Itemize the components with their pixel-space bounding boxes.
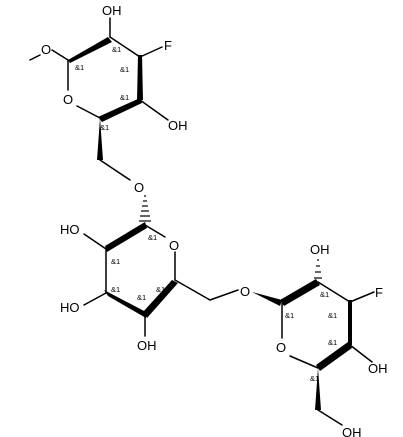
stereo-labels: &1 &1 &1 &1 &1 &1 &1 &1 &1 &1 &1 &1 &1 &… (75, 45, 337, 383)
bond-wedge (137, 55, 143, 100)
stereo-label: &1 (111, 257, 120, 266)
bond-wedge (104, 290, 146, 318)
bond (29, 54, 41, 61)
stereo-label: &1 (285, 311, 294, 320)
bond-wedge (143, 280, 178, 318)
stereo-label: &1 (120, 65, 129, 74)
methoxy-oxygen: O (41, 42, 51, 57)
bond (83, 233, 107, 250)
bond (349, 291, 375, 303)
ring-2-oxygen: O (169, 238, 179, 253)
ring-2-hydroxyl-lower-left: HO (60, 300, 80, 315)
stereo-label: &1 (75, 63, 84, 72)
stereo-label: &1 (320, 290, 329, 299)
bond-wedge (97, 118, 103, 160)
bond-wedge (68, 37, 112, 63)
bond (76, 105, 101, 119)
bond (317, 281, 351, 303)
stereo-label: &1 (111, 285, 120, 294)
stereo-label: &1 (112, 45, 121, 54)
bond (139, 99, 169, 121)
ring-3-hydroxyl-top: OH (310, 242, 330, 257)
bond (139, 46, 163, 58)
atom-labels: O O OH F OH O O HO HO OH O O OH F OH OH (41, 3, 388, 437)
ring-3-hydroxyl-right: OH (368, 361, 388, 376)
ring-1-hydroxyl-right: OH (168, 118, 188, 133)
bond-wedge (348, 300, 352, 345)
stereo-label: &1 (328, 338, 337, 347)
bond (317, 409, 343, 426)
bond (144, 224, 166, 238)
bond (289, 355, 319, 369)
bond (349, 344, 373, 363)
ring-3-oxygen: O (276, 340, 286, 355)
bond-wedge (252, 292, 282, 306)
ring-1-bonds (29, 17, 169, 181)
stereo-label: &1 (120, 93, 129, 102)
ring-3-bonds (252, 259, 375, 426)
ring-3-fluorine: F (375, 285, 383, 300)
ring-1-fluorine: F (164, 38, 172, 53)
stereo-label: &1 (328, 311, 337, 320)
stereo-label: &1 (137, 293, 146, 302)
bond (109, 36, 141, 58)
bond (174, 279, 211, 301)
bond-wedge (105, 222, 147, 252)
bond-wedge (98, 98, 142, 122)
stereo-label: &1 (100, 123, 109, 132)
bond (51, 49, 69, 61)
bond (209, 289, 239, 301)
ring-2-hydroxyl-left: HO (60, 222, 80, 237)
ring-1-oxygen: O (63, 92, 73, 107)
ring-1-hydroxyl-top: OH (102, 3, 122, 18)
bond-hash (139, 195, 151, 222)
bond-hash (314, 259, 322, 279)
ring-2-bonds (83, 195, 239, 337)
stereo-label: &1 (148, 233, 157, 242)
bond-wedge (280, 279, 320, 306)
bond (83, 292, 107, 306)
glycosidic-oxygen-2: O (240, 284, 250, 299)
glycosidic-oxygen-1: O (134, 180, 144, 195)
stereo-label: &1 (156, 285, 165, 294)
bond (99, 159, 131, 181)
stereo-label: &1 (310, 374, 319, 383)
bond-wedge (315, 368, 321, 410)
ring-3-hydroxymethyl-oh: OH (342, 425, 362, 437)
ring-2-hydroxyl-bottom: OH (137, 338, 157, 353)
bond-wedge (316, 342, 352, 371)
